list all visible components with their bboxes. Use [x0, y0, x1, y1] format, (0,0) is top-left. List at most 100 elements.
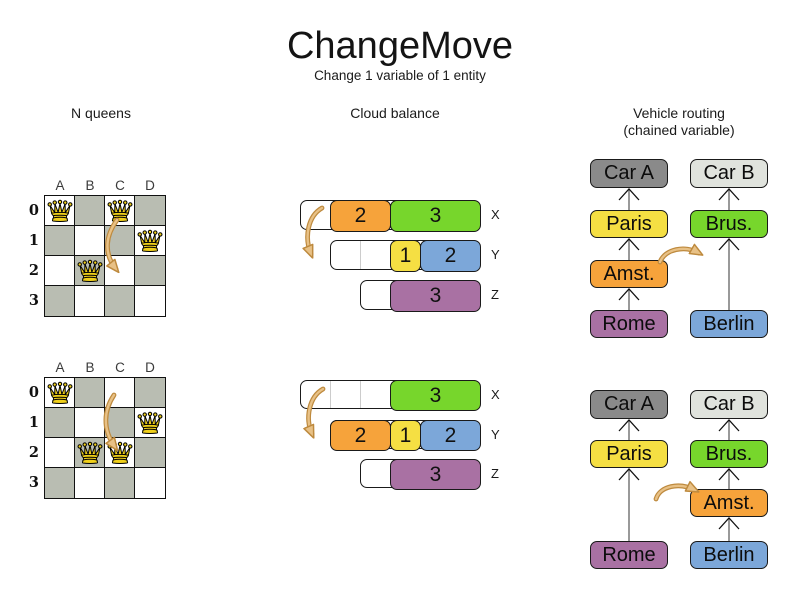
cloud-computer-label: Y [491, 247, 500, 262]
queen-icon [46, 197, 74, 225]
section-header-cloud-balance: Cloud balance [350, 105, 440, 121]
chess-cell-B0 [75, 196, 105, 226]
cloud-process-block: 1 [390, 240, 421, 272]
queen-icon [106, 197, 134, 225]
queen-glyph [47, 199, 73, 222]
cloud-empty-divider [330, 381, 331, 408]
page-subtitle: Change 1 variable of 1 entity [314, 68, 486, 83]
cloud-computer-label: X [491, 386, 500, 402]
chess-cell-B3 [75, 468, 105, 498]
page-title: ChangeMove [286, 25, 514, 67]
cloud-process-block: 3 [390, 200, 481, 232]
board-col-label: D [145, 360, 155, 375]
chess-cell-A1 [45, 226, 75, 256]
board-col-label: B [85, 178, 95, 193]
vrp-node-rome: Rome [590, 541, 668, 569]
vrp-node-berlin: Berlin [690, 541, 768, 569]
queen-icon [76, 257, 104, 285]
vrp-node-cara: Car A [590, 159, 668, 188]
board-col-label: A [55, 360, 65, 375]
queen-icon [76, 439, 104, 467]
cloud-computer-label: Y [491, 426, 500, 442]
vrp-node-carb: Car B [690, 159, 768, 188]
chess-cell-C3 [105, 468, 135, 498]
board-col-label: C [115, 178, 125, 193]
chess-cell-A2 [45, 256, 75, 286]
board-col-label: A [55, 178, 65, 193]
queen-icon [136, 409, 164, 437]
cloud-computer-row-x: 3 [300, 380, 481, 411]
queen-glyph [137, 411, 163, 434]
queen-glyph [77, 441, 103, 464]
cloud-process-block: 2 [420, 240, 481, 272]
vrp-node-carb: Car B [690, 390, 768, 419]
chess-cell-B3 [75, 286, 105, 316]
vrp-node-brus: Brus. [690, 440, 768, 468]
chess-cell-C1 [105, 408, 135, 438]
cloud-computer-row-z: 3 [360, 459, 481, 490]
queen-glyph [107, 441, 133, 464]
chess-cell-B0 [75, 378, 105, 408]
vrp-node-amst: Amst. [690, 489, 768, 517]
board-row-label: 1 [28, 414, 39, 431]
chess-cell-D3 [135, 286, 165, 316]
queen-glyph [107, 199, 133, 222]
cloud-process-block: 1 [390, 420, 421, 451]
chessboard-before [44, 195, 166, 317]
chess-cell-B1 [75, 226, 105, 256]
vrp-node-paris: Paris [590, 210, 668, 238]
cloud-empty-divider [360, 381, 361, 408]
board-col-label: D [145, 178, 155, 193]
chess-cell-C0 [105, 378, 135, 408]
chess-cell-A2 [45, 438, 75, 468]
board-row-label: 3 [28, 474, 39, 491]
section-header-vehicle-routing: Vehicle routing (chained variable) [623, 105, 734, 139]
cloud-process-block: 2 [330, 420, 391, 451]
section-header-vehicle-routing-line1: Vehicle routing [633, 105, 725, 121]
vrp-node-cara: Car A [590, 390, 668, 419]
vrp-node-amst: Amst. [590, 260, 668, 288]
cloud-computer-label: Z [491, 465, 499, 481]
vrp-node-brus: Brus. [690, 210, 768, 238]
chess-cell-A3 [45, 468, 75, 498]
chess-cell-C2 [105, 256, 135, 286]
chess-cell-C1 [105, 226, 135, 256]
vrp-node-paris: Paris [590, 440, 668, 468]
cloud-process-block: 2 [330, 200, 391, 232]
chess-cell-A3 [45, 286, 75, 316]
board-row-label: 2 [28, 444, 39, 461]
board-row-label: 3 [28, 292, 39, 309]
board-col-label: B [85, 360, 95, 375]
cloud-computer-label: Z [491, 287, 499, 302]
cloud-process-block: 3 [390, 380, 481, 411]
queen-glyph [77, 259, 103, 282]
chess-cell-D0 [135, 378, 165, 408]
vrp-node-rome: Rome [590, 310, 668, 338]
cloud-process-block: 3 [390, 280, 481, 312]
cloud-process-block: 2 [420, 420, 481, 451]
board-row-label: 0 [28, 384, 39, 401]
cloud-computer-label: X [491, 207, 500, 222]
chess-cell-B1 [75, 408, 105, 438]
queen-icon [46, 379, 74, 407]
chess-cell-D3 [135, 468, 165, 498]
board-row-label: 2 [28, 262, 39, 279]
cloud-empty-divider [360, 241, 361, 269]
chess-cell-C3 [105, 286, 135, 316]
vrp-node-berlin: Berlin [690, 310, 768, 338]
chess-cell-A1 [45, 408, 75, 438]
cloud-computer-row-z: 3 [360, 280, 481, 312]
chess-cell-D0 [135, 196, 165, 226]
queen-glyph [47, 381, 73, 404]
board-col-label: C [115, 360, 125, 375]
chess-cell-D2 [135, 438, 165, 468]
chess-cell-D2 [135, 256, 165, 286]
section-header-vehicle-routing-line2: (chained variable) [623, 122, 735, 138]
queen-glyph [137, 229, 163, 252]
queen-icon [136, 227, 164, 255]
